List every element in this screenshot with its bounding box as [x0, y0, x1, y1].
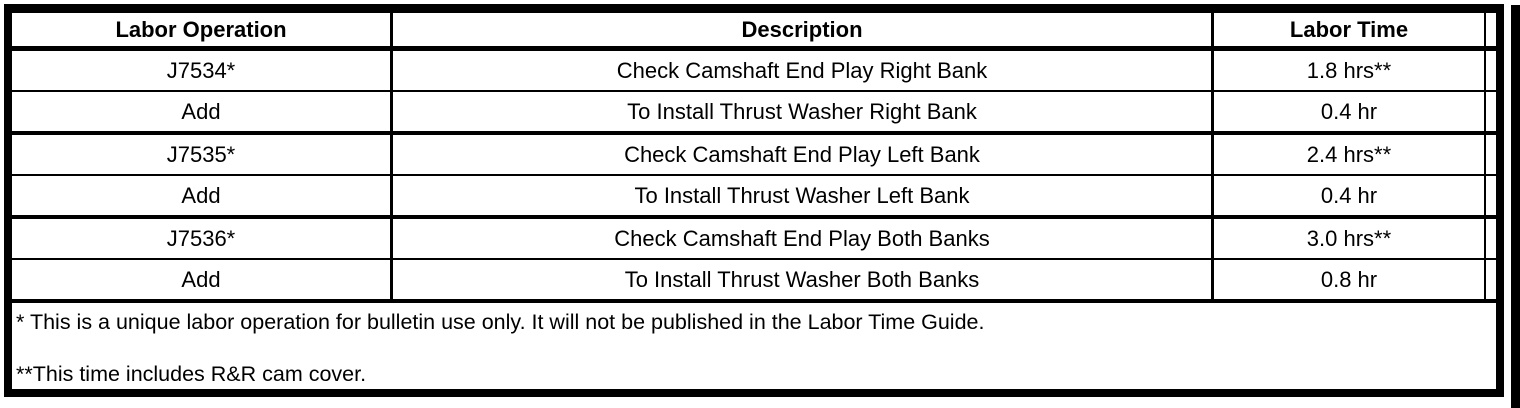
operation-cell: J7536* — [12, 219, 393, 258]
operation-cell: J7534* — [12, 51, 393, 90]
column-header-labor-time: Labor Time — [1214, 13, 1486, 46]
labor-time-cell: 3.0 hrs** — [1214, 219, 1486, 258]
table-row: Add To Install Thrust Washer Both Banks … — [12, 258, 1496, 299]
operation-cell: Add — [12, 176, 393, 215]
table-row: Add To Install Thrust Washer Left Bank 0… — [12, 174, 1496, 215]
column-header-labor-operation: Labor Operation — [12, 13, 393, 46]
labor-time-table: Labor Operation Description Labor Time J… — [4, 4, 1504, 397]
labor-time-cell: 0.4 hr — [1214, 176, 1486, 215]
operation-cell: Add — [12, 92, 393, 131]
description-cell: To Install Thrust Washer Left Bank — [393, 176, 1214, 215]
table-row: Add To Install Thrust Washer Right Bank … — [12, 90, 1496, 131]
description-cell: To Install Thrust Washer Right Bank — [393, 92, 1214, 131]
labor-time-cell: 1.8 hrs** — [1214, 51, 1486, 90]
empty-cell — [1486, 176, 1496, 215]
column-header-empty — [1486, 13, 1496, 46]
table-header-row: Labor Operation Description Labor Time — [12, 13, 1496, 46]
empty-cell — [1486, 92, 1496, 131]
table-row: J7536* Check Camshaft End Play Both Bank… — [12, 215, 1496, 258]
description-cell: To Install Thrust Washer Both Banks — [393, 260, 1214, 299]
description-cell: Check Camshaft End Play Left Bank — [393, 135, 1214, 174]
empty-cell — [1486, 219, 1496, 258]
footnotes-section: * This is a unique labor operation for b… — [12, 299, 1496, 389]
table-row: J7535* Check Camshaft End Play Left Bank… — [12, 131, 1496, 174]
operation-cell: J7535* — [12, 135, 393, 174]
labor-time-cell: 0.4 hr — [1214, 92, 1486, 131]
description-cell: Check Camshaft End Play Right Bank — [393, 51, 1214, 90]
empty-cell — [1486, 260, 1496, 299]
empty-cell — [1486, 51, 1496, 90]
column-header-description: Description — [393, 13, 1214, 46]
table-row: J7534* Check Camshaft End Play Right Ban… — [12, 46, 1496, 90]
operation-cell: Add — [12, 260, 393, 299]
scan-edge-artifact — [1511, 5, 1520, 408]
labor-time-cell: 0.8 hr — [1214, 260, 1486, 299]
footnote-unique-operation: * This is a unique labor operation for b… — [16, 310, 985, 334]
empty-cell — [1486, 135, 1496, 174]
description-cell: Check Camshaft End Play Both Banks — [393, 219, 1214, 258]
footnote-rr-cam-cover: **This time includes R&R cam cover. — [16, 361, 367, 386]
labor-time-cell: 2.4 hrs** — [1214, 135, 1486, 174]
